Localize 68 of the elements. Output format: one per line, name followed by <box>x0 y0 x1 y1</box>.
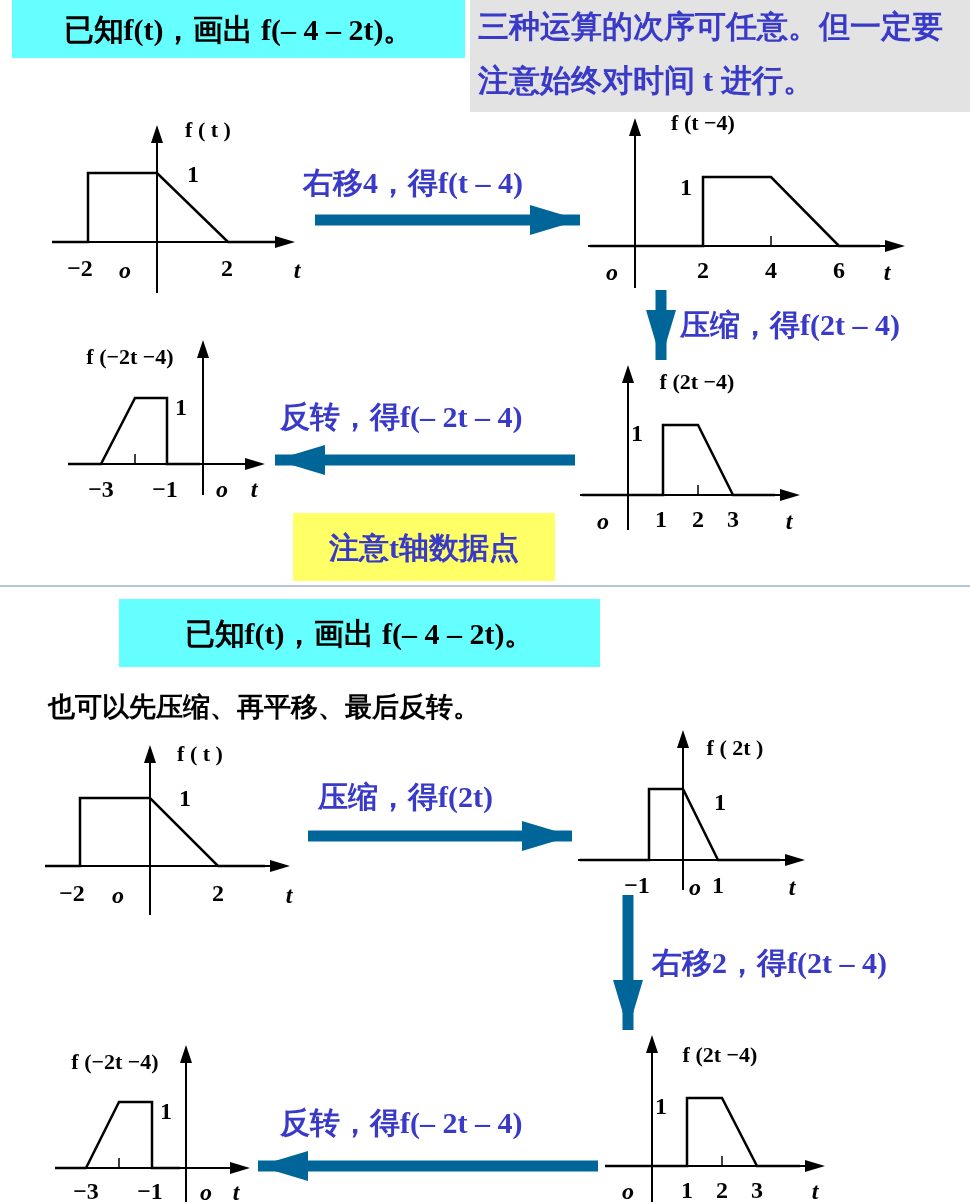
axis-label: t <box>785 509 793 533</box>
function-label: f (2t −4) <box>659 371 735 393</box>
axis-label: o <box>119 258 131 282</box>
axis-label: t <box>250 477 258 501</box>
tick-label: −1 <box>624 873 650 897</box>
function-label: f ( 2t ) <box>706 737 764 759</box>
tick-label: 2 <box>221 256 233 280</box>
tick-label: −2 <box>59 881 85 905</box>
axis-label: t <box>293 258 301 282</box>
arrow <box>646 290 676 360</box>
title-box: 已知f(t)，画出 f(– 4 – 2t)。 <box>119 599 600 667</box>
edge-label: 反转，得f(– 2t – 4) <box>280 1108 523 1138</box>
tick-label: 2 <box>716 1178 728 1202</box>
arrow <box>315 205 580 235</box>
tick-label: 1 <box>714 790 726 814</box>
tick-label: 1 <box>655 1094 667 1118</box>
axis-label: t <box>285 883 293 907</box>
axis-label: o <box>606 260 618 284</box>
tick-label: 1 <box>712 873 724 897</box>
axis-label: o <box>622 1179 634 1203</box>
tick-label: −2 <box>67 256 93 280</box>
function-label: f (−2t −4) <box>86 346 174 368</box>
edge-label: 右移4，得f(t – 4) <box>303 168 523 198</box>
axis-label: o <box>200 1180 212 1204</box>
function-label: f (2t −4) <box>682 1044 758 1066</box>
edge-label: 反转，得f(– 2t – 4) <box>280 402 523 432</box>
axis-label: o <box>597 509 609 533</box>
tick-label: 1 <box>160 1099 172 1123</box>
tick-label: 1 <box>179 786 191 810</box>
arrow <box>308 821 572 851</box>
axis-label: t <box>811 1179 819 1203</box>
tick-label: −1 <box>152 477 178 501</box>
tick-label: 1 <box>655 507 667 531</box>
note-text: 也可以先压缩、再平移、最后反转。 <box>48 694 480 721</box>
axis-label: o <box>112 883 124 907</box>
tick-label: 1 <box>187 162 199 186</box>
tick-label: 1 <box>681 1178 693 1202</box>
tick-label: 1 <box>680 175 692 199</box>
arrow <box>258 1151 598 1181</box>
function-label: f ( t ) <box>185 119 231 141</box>
function-label: f ( t ) <box>177 743 223 765</box>
tick-label: 1 <box>175 395 187 419</box>
note-box: 三种运算的次序可任意。但一定要注意始终对时间 t 进行。 <box>470 0 970 112</box>
axis-label: o <box>216 477 228 501</box>
tick-label: 2 <box>212 881 224 905</box>
tick-label: −3 <box>88 477 114 501</box>
tick-label: 3 <box>727 507 739 531</box>
edge-label: 右移2，得f(2t – 4) <box>652 948 887 978</box>
tick-label: 2 <box>697 258 709 282</box>
arrow <box>613 895 643 1030</box>
tick-label: 6 <box>833 258 845 282</box>
hint-box: 注意t轴数据点 <box>293 513 555 581</box>
tick-label: 3 <box>751 1178 763 1202</box>
tick-label: 2 <box>692 507 704 531</box>
axis-label: t <box>883 260 891 284</box>
axis-label: o <box>689 875 701 899</box>
tick-label: 1 <box>631 421 643 445</box>
tick-label: −1 <box>137 1179 163 1203</box>
title-box: 已知f(t)，画出 f(– 4 – 2t)。 <box>12 0 465 58</box>
function-label: f (t −4) <box>671 112 735 134</box>
edge-label: 压缩，得f(2t) <box>318 782 493 812</box>
arrow <box>275 445 575 475</box>
tick-label: −3 <box>73 1179 99 1203</box>
tick-label: 4 <box>765 258 777 282</box>
function-label: f (−2t −4) <box>71 1051 159 1073</box>
axis-label: t <box>788 875 796 899</box>
axis-label: t <box>232 1180 240 1204</box>
edge-label: 压缩，得f(2t – 4) <box>680 310 900 340</box>
